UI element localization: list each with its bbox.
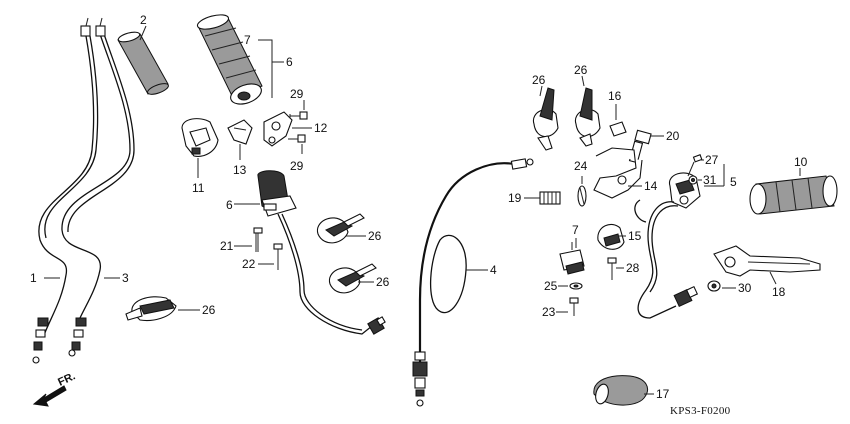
callout-23: 23 [542,305,556,319]
nut-31 [688,175,698,185]
callout-10: 10 [794,155,808,169]
callout-26-upper-a: 26 [532,73,546,87]
washer-25 [569,282,583,290]
right-grip-10 [749,175,838,215]
lever-holder-14 [593,147,643,199]
lever-cover-17 [593,375,648,406]
callout-25: 25 [544,279,558,293]
throttle-cable-1 [32,17,99,364]
screw-29-top [289,111,308,120]
front-direction-arrow [32,385,67,407]
screw-21 [253,227,263,252]
clamp-15 [597,223,625,250]
callout-1: 1 [30,271,37,285]
drawing-code: KPS3-F0200 [670,405,731,417]
band-26-bottom-left [125,296,177,322]
callout-29-top: 29 [290,87,304,101]
callout-27: 27 [705,153,719,167]
callout-5: 5 [730,175,737,189]
callout-14: 14 [644,179,658,193]
housing-half-12 [263,111,293,147]
callout-12: 12 [314,121,328,135]
callout-15: 15 [628,229,642,243]
callout-31: 31 [703,173,717,187]
callout-2: 2 [140,13,147,27]
screw-29-bottom [288,134,306,143]
clutch-cable-4 [412,158,534,407]
callout-30: 30 [738,281,752,295]
callout-29-bottom: 29 [290,159,304,173]
callout-26-center-top: 26 [368,229,382,243]
callout-20: 20 [666,129,680,143]
housing-half-11 [181,118,219,157]
callout-11: 11 [192,181,205,195]
callout-3: 3 [122,271,129,285]
screw-23 [569,297,579,316]
washer-24 [577,185,587,207]
adjuster-19 [539,191,561,205]
front-direction-label: FR. [56,370,77,388]
left-grip-9 [196,14,263,105]
callout-13: 13 [233,163,247,177]
throttle-sleeve-2 [117,31,169,95]
callout-17: 17 [656,387,670,401]
callout-24: 24 [574,159,588,173]
screw-22 [273,243,283,270]
band-26-center-bottom [328,263,377,294]
clutch-lever-18 [713,245,821,277]
callout-9: 7 [244,33,251,47]
callout-7: 7 [572,223,579,237]
switch-5 [634,172,701,319]
callout-19: 19 [508,191,522,205]
callout-4: 4 [490,263,497,277]
switch-7 [559,242,585,275]
callout-28: 28 [626,261,640,275]
callout-16: 16 [608,89,622,103]
band-26-upper-b [574,87,601,147]
screw-28 [607,257,617,280]
callout-18: 18 [772,285,786,299]
cap-16 [609,121,627,137]
callout-26-bottom-left: 26 [202,303,216,317]
band-26-center-top [316,213,365,244]
screw-27 [687,154,703,177]
throttle-cable-3 [61,17,135,357]
callout-22: 22 [242,257,256,271]
callout-6: 6 [226,198,233,212]
band-26-upper-a [532,87,559,151]
callout-8: 6 [286,55,293,69]
nut-30 [707,280,721,292]
housing-part-13 [227,119,253,145]
switch-6 [257,170,386,335]
callout-26-upper-b: 26 [574,63,588,77]
callout-26-center-bottom: 26 [376,275,390,289]
callout-21: 21 [220,239,234,253]
